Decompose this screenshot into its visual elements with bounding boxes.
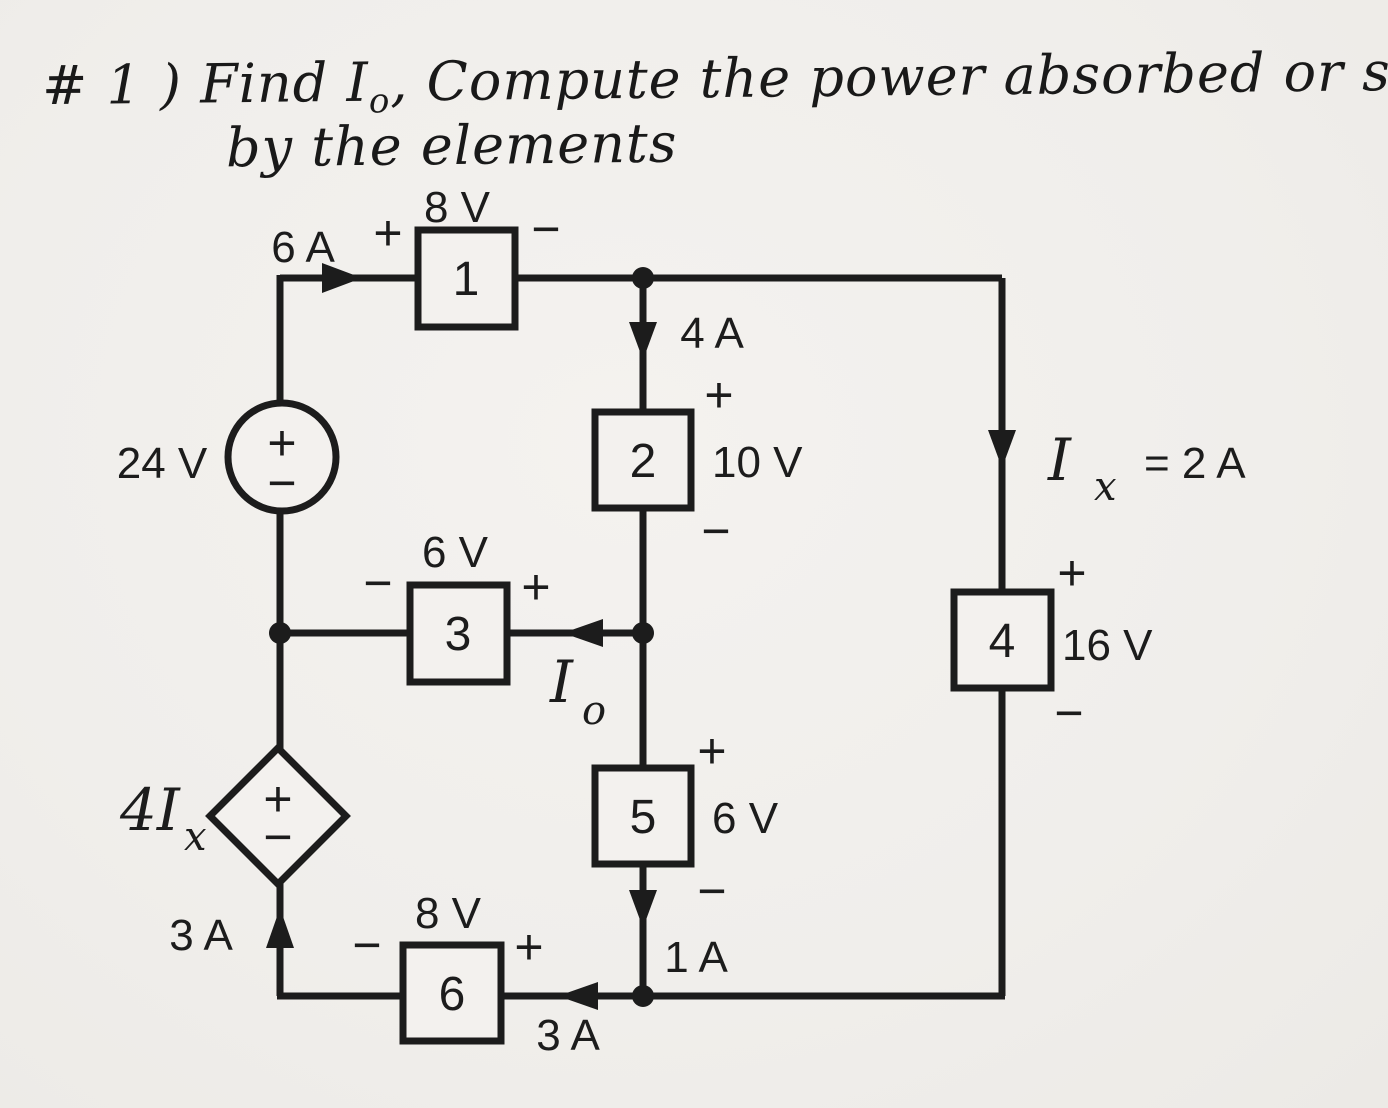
element-1-voltage-label: 8 V	[424, 183, 491, 232]
dependent-source-diamond	[205, 743, 351, 889]
current-label-1a: 1 A	[664, 933, 728, 982]
current-arrow-3a-up-icon	[266, 908, 294, 948]
current-label-ix-subscript: x	[1094, 464, 1117, 510]
junction-dot-bottom	[632, 985, 654, 1007]
element-1-plus-sign: +	[373, 205, 402, 261]
element-4-box	[950, 588, 1055, 692]
current-arrow-ix-down-icon	[988, 430, 1016, 468]
current-arrow-io-left-icon	[563, 619, 603, 647]
element-5-plus-sign: +	[697, 723, 726, 779]
element-4-voltage-label: 16 V	[1062, 621, 1153, 670]
element-3-minus-sign: −	[363, 555, 392, 611]
current-label-io: I	[549, 648, 574, 716]
source-24v-plus-sign: +	[267, 415, 296, 471]
element-6-minus-sign: −	[352, 917, 381, 973]
element-4-minus-sign: −	[1054, 685, 1083, 741]
current-label-3a-bottom: 3 A	[536, 1011, 600, 1060]
current-arrow-1a-down-icon	[629, 890, 657, 928]
element-5-voltage-label: 6 V	[712, 794, 779, 843]
element-6-voltage-label: 8 V	[415, 889, 482, 938]
element-5-minus-sign: −	[697, 863, 726, 919]
element-5-box	[591, 764, 695, 868]
dependent-source-label: 4I	[119, 776, 181, 844]
element-2-number: 2	[630, 435, 657, 488]
element-6-plus-sign: +	[514, 919, 543, 975]
element-3-plus-sign: +	[521, 559, 550, 615]
dependent-source-plus-sign: +	[263, 771, 292, 827]
element-2-minus-sign: −	[701, 503, 730, 559]
junction-dot-left	[269, 622, 291, 644]
element-5-number: 5	[630, 791, 657, 844]
element-2-voltage-label: 10 V	[712, 438, 803, 487]
voltage-source-24v-circle	[224, 399, 340, 515]
current-label-3a-left: 3 A	[169, 911, 233, 960]
junction-dot-top	[632, 267, 654, 289]
current-arrow-4a-down-icon	[629, 322, 657, 360]
dependent-source-label-subscript: x	[184, 814, 207, 860]
element-3-number: 3	[445, 608, 472, 661]
element-3-voltage-label: 6 V	[422, 528, 489, 577]
element-1-minus-sign: −	[531, 201, 560, 257]
element-4-number: 4	[989, 615, 1016, 668]
current-arrow-6a-right-icon	[322, 263, 362, 293]
element-2-plus-sign: +	[704, 367, 733, 423]
source-24v-label: 24 V	[117, 439, 208, 488]
current-label-6a: 6 A	[271, 223, 335, 272]
element-4-plus-sign: +	[1057, 545, 1086, 601]
current-label-ix-value: = 2 A	[1144, 439, 1246, 488]
element-6-box	[399, 941, 505, 1045]
current-arrow-3a-left-icon	[558, 982, 598, 1010]
junction-dot-middle	[632, 622, 654, 644]
source-24v-minus-sign: −	[267, 455, 296, 511]
element-1-number: 1	[453, 253, 480, 306]
element-1-box	[414, 226, 519, 331]
element-3-box	[406, 581, 511, 686]
element-2-box	[591, 408, 695, 512]
current-label-ix: I	[1047, 426, 1072, 494]
current-label-io-subscript: o	[582, 688, 606, 734]
dependent-source-minus-sign: −	[263, 809, 292, 865]
current-label-4a: 4 A	[680, 309, 744, 358]
element-6-number: 6	[439, 968, 466, 1021]
